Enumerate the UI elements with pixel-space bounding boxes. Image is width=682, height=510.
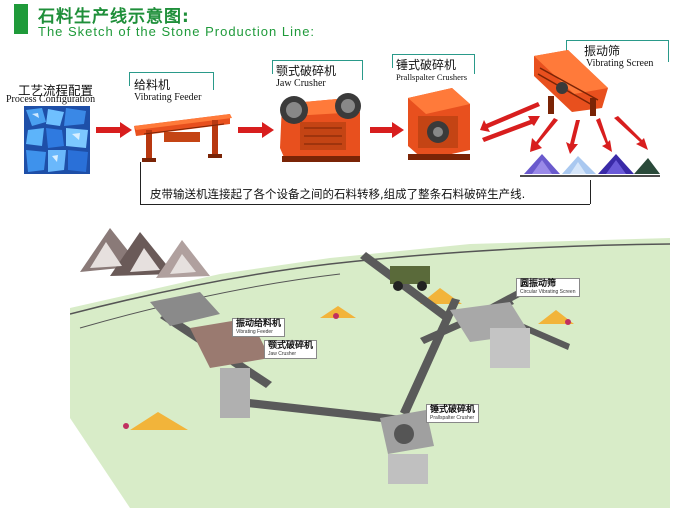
page-title-en: The Sketch of the Stone Production Line:: [38, 24, 316, 39]
product-piles: [520, 154, 660, 177]
conveyor-note: 皮带输送机连接起了各个设备之间的石料转移,组成了整条石料破碎生产线.: [150, 187, 526, 201]
impact-label-cn: 锤式破碎机: [396, 58, 457, 72]
output-arrows: [530, 116, 648, 154]
process-label-cn: 工艺流程配置: [18, 83, 94, 98]
process-label-en: Process Configuration: [6, 94, 96, 105]
feeder-label-en: Vibrating Feeder: [134, 92, 202, 103]
flow-arrow-1: [96, 122, 132, 138]
impact-crusher-image: [408, 88, 470, 160]
flow-arrows-screen-loop: [480, 102, 540, 142]
plant-tag-feeder: 振动给料机 Vibrating Feeder: [232, 318, 286, 338]
jaw-crusher-image: [280, 93, 361, 162]
plant-tag-impact: 锤式破碎机 Prallspalter Crusher: [426, 404, 480, 424]
vibrating-screen-image: [534, 50, 608, 116]
flow-arrow-2: [238, 122, 274, 138]
screen-label-cn: 振动筛: [584, 44, 621, 58]
plant-tag-jaw: 颚式破碎机 Jaw Crusher: [264, 340, 318, 360]
title-accent-bar: [14, 4, 28, 34]
plant-tag-screen: 圆振动筛 Circular Vibrating Screen: [516, 278, 580, 298]
impact-label-en: Prallspalter Crushers: [396, 72, 468, 82]
feeder-label-cn: 给料机: [134, 78, 171, 92]
vibrating-feeder-image: [134, 114, 232, 162]
rock-sample-image: [24, 106, 90, 174]
flow-arrow-3: [370, 122, 404, 138]
jaw-label-cn: 颚式破碎机: [276, 64, 337, 78]
page-title-cn: 石料生产线示意图:: [38, 7, 190, 27]
screen-label-en: Vibrating Screen: [586, 58, 654, 69]
jaw-label-en: Jaw Crusher: [276, 78, 326, 89]
plant-layout-illustration: [70, 228, 670, 508]
